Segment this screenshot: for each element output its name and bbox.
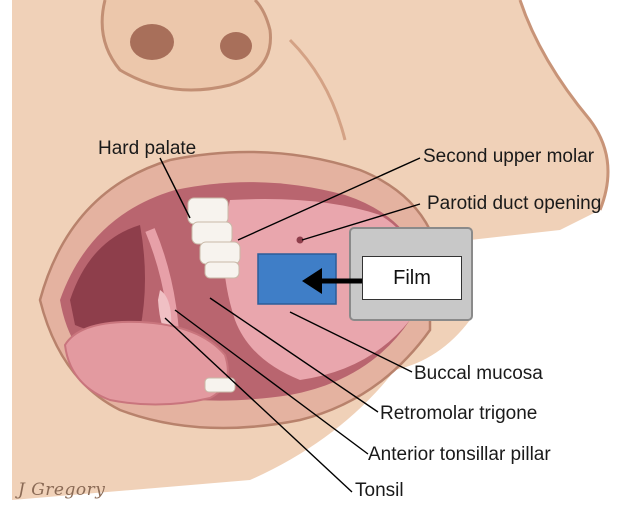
label-second-upper-molar: Second upper molar	[423, 147, 594, 166]
lower-tooth	[205, 378, 235, 392]
label-anterior-tonsillar-pillar: Anterior tonsillar pillar	[368, 445, 551, 464]
film-label-box: Film	[362, 256, 462, 300]
artist-signature: J Gregory	[18, 480, 105, 500]
label-hard-palate: Hard palate	[98, 139, 196, 158]
label-retromolar-trigone: Retromolar trigone	[380, 404, 537, 423]
label-tonsil: Tonsil	[355, 481, 404, 500]
label-buccal-mucosa: Buccal mucosa	[414, 364, 543, 383]
label-parotid-duct-opening: Parotid duct opening	[427, 194, 601, 213]
nostril-left	[130, 24, 174, 60]
label-film: Film	[393, 267, 431, 290]
nostril-right	[220, 32, 252, 60]
